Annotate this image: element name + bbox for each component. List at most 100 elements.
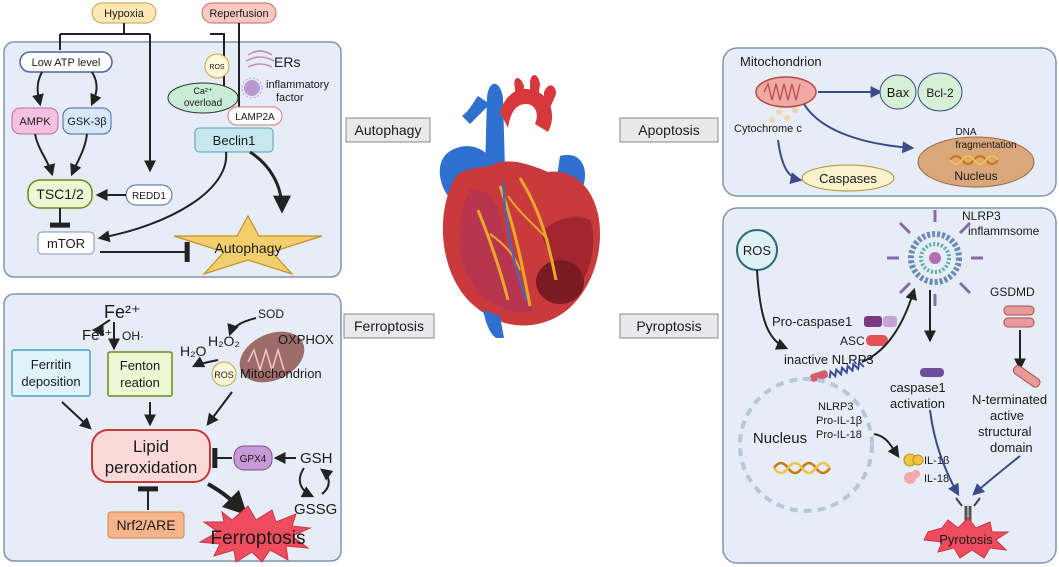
nuc-nlrp3-label: NLRP3	[818, 401, 853, 413]
pyroptosis-tag: Pyroptosis	[619, 313, 719, 339]
ferritin-label-1: Ferritin	[31, 357, 71, 372]
lipid-peroxidation-box: Lipid peroxidation	[91, 429, 211, 483]
pro-caspase1-icon	[864, 316, 897, 327]
arrow-caspase-pore	[929, 409, 960, 497]
inflammatory-label-2: factor	[276, 92, 304, 104]
arrow-beclin-mtor	[97, 151, 228, 243]
autophagy-tag-label: Autophagy	[355, 122, 422, 138]
gsk-box: GSK-3β	[62, 107, 112, 135]
arrow-ferritin-lipid	[61, 401, 92, 430]
inflammatory-icon	[241, 77, 263, 99]
inflammasome-label-1: NLRP3	[962, 209, 1001, 223]
ros-circle-top: ROS	[204, 53, 230, 79]
ca-overload-ellipse: Ca²⁺ overload	[167, 82, 239, 114]
arrow-h2o2-h2o	[191, 356, 219, 368]
apoptosis-nucleus-label: Nucleus	[954, 169, 997, 183]
autophagy-panel	[3, 41, 342, 278]
lamp2a-label: LAMP2A	[235, 112, 275, 123]
ferroptosis-tag: Ferroptosis	[343, 313, 435, 339]
pyro-ros-label: ROS	[743, 243, 772, 258]
autophagy-tag: Autophagy	[345, 117, 431, 143]
pyro-nucleus: Nucleus	[738, 377, 874, 513]
oh-label: OH·	[122, 329, 144, 343]
nterm-label-1: N-terminated	[972, 392, 1047, 407]
lamp2a-box: LAMP2A	[227, 106, 283, 126]
cytochrome-dots	[769, 107, 798, 123]
arrow-gsh-gssg	[298, 467, 315, 498]
reperfusion-label: Reperfusion	[209, 8, 268, 20]
ca-label-1: Ca²⁺	[193, 86, 213, 96]
gpx4-label: GPX4	[240, 454, 267, 465]
arrow-lipid-ferroptosis	[207, 482, 248, 516]
apoptosis-nucleus: Nucleus	[917, 136, 1035, 188]
ferro-ros-circle: ROS	[211, 361, 237, 387]
lipid-label-1: Lipid	[133, 437, 169, 456]
gssg-label: GSSG	[294, 501, 337, 518]
il1b-icon	[903, 453, 924, 467]
bax-label: Bax	[887, 85, 910, 100]
apoptosis-mito-label: Mitochondrion	[740, 54, 822, 69]
ferro-mitochondrion	[239, 331, 305, 383]
reperfusion-box: Reperfusion	[201, 2, 277, 24]
il18-icon	[904, 470, 920, 484]
pro-caspase1-label: Pro-caspase1	[772, 314, 852, 329]
pyrotosis-label: Pyrotosis	[939, 532, 993, 547]
arrow-atp-ampk	[32, 71, 44, 107]
nterm-label-2: active	[990, 408, 1024, 423]
er-icon	[245, 50, 275, 68]
ferritin-label-2: deposition	[21, 374, 80, 389]
arrow-nlrp3-inflammasome	[861, 287, 917, 363]
ferro-ros-label: ROS	[214, 370, 234, 380]
pyroptosis-tag-label: Pyroptosis	[636, 318, 701, 334]
apoptosis-tag-label: Apoptosis	[638, 122, 699, 138]
fenton-label-1: Fenton	[120, 358, 160, 373]
ferroptosis-burst: Ferroptosis	[198, 505, 312, 563]
pyrotosis-burst: Pyrotosis	[923, 517, 1010, 559]
gsdmd-label: GSDMD	[990, 285, 1035, 299]
il1b-label: IL-1β	[924, 455, 949, 467]
inflammasome-label-2: inflammsome	[968, 224, 1040, 238]
apoptosis-tag: Apoptosis	[619, 117, 719, 143]
asc-icon	[866, 335, 888, 346]
ers-label: ERs	[274, 54, 300, 70]
arrow-nucleus-il	[873, 433, 900, 458]
nuc-proil1b-label: Pro-IL-1β	[816, 415, 862, 427]
inactive-nlrp3-icon	[809, 360, 865, 382]
low-atp-box: Low ATP level	[19, 51, 113, 73]
dna-label-1: DNA	[955, 127, 976, 138]
autophagy-star: Autophagy	[173, 214, 323, 276]
il18-label: IL-18	[924, 473, 949, 485]
ca-label-2: overload	[184, 98, 222, 109]
mitochondrion-icon	[755, 76, 817, 108]
ferro-mito-label: Mitochondrion	[240, 366, 322, 381]
arrow-gssg-gsh	[320, 468, 334, 495]
arrow-ros-nlrp3	[756, 269, 789, 350]
inflammasome-icon	[887, 210, 983, 306]
lipid-label-2: peroxidation	[105, 458, 198, 477]
h2o2-label: H₂O₂	[208, 333, 240, 349]
sod-label: SOD	[258, 307, 284, 321]
beclin1-box: Beclin1	[194, 127, 274, 153]
fenton-box: Fenton reation	[107, 351, 173, 397]
oxphox-label: OXPHOX	[278, 332, 334, 347]
arrow-nterm-pore	[972, 455, 1021, 496]
bax-circle: Bax	[879, 74, 917, 110]
nrf2-box: Nrf2/ARE	[107, 511, 185, 539]
hypoxia-box: Hypoxia	[91, 2, 157, 24]
arrow-beclin-autophagy	[249, 150, 291, 214]
ampk-label: AMPK	[19, 116, 51, 128]
arrow-ros-lipid	[206, 391, 233, 426]
gsh-label: GSH	[300, 450, 333, 467]
mtor-box: mTOR	[37, 231, 95, 255]
hypoxia-label: Hypoxia	[104, 8, 145, 20]
dna-label-2: fragmentation	[955, 140, 1016, 151]
ampk-box: AMPK	[11, 107, 59, 135]
nterm-icon	[1012, 365, 1041, 388]
arrow-sod	[227, 317, 257, 337]
arrow-atp-gsk	[90, 71, 102, 107]
bcl2-circle: Bcl-2	[917, 72, 963, 112]
nterm-label-4: domain	[990, 440, 1033, 455]
arrow-fe2-fe3	[91, 319, 111, 336]
